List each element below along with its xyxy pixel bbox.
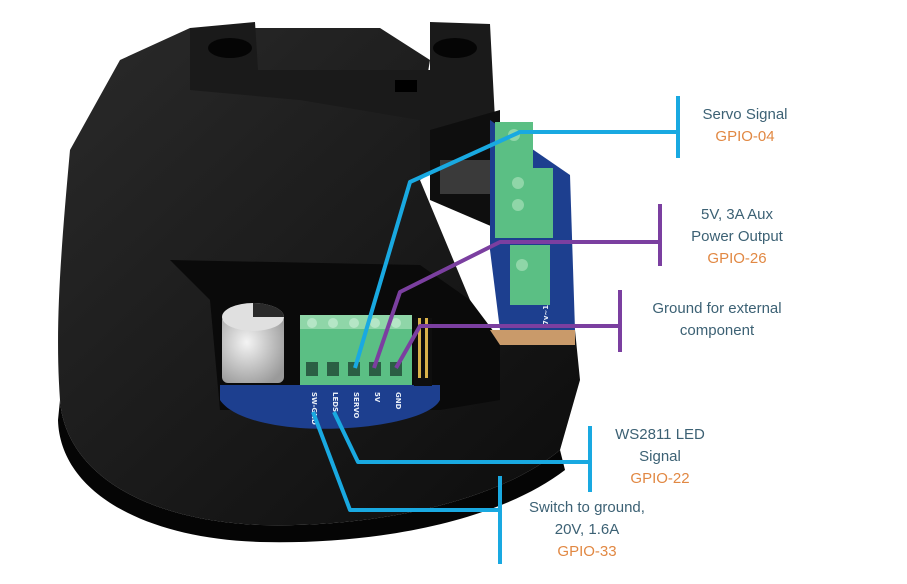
side-terminal-ground <box>510 245 550 305</box>
pcb-label-5v: 5V <box>373 392 381 403</box>
ground-callout-line1: Ground for external <box>652 300 782 317</box>
cyan-leader-lines <box>311 96 680 564</box>
ground-callout: Ground for external component <box>632 298 802 342</box>
side-terminal-aux <box>495 168 553 238</box>
servo-callout-title: Servo Signal <box>702 106 788 123</box>
servo-callout: Servo Signal GPIO-04 <box>690 104 800 148</box>
mount-hole-left <box>208 38 252 58</box>
purple-leader-lines <box>372 204 662 369</box>
mount-hole-right <box>433 38 477 58</box>
switch-callout-line2: 20V, 1.6A <box>554 521 620 538</box>
aux-callout-line1: 5V, 3A Aux <box>700 206 773 223</box>
switch-callout-gpio: GPIO-33 <box>557 543 617 560</box>
aux-leader-line <box>372 240 660 369</box>
front-terminal-block <box>300 315 412 385</box>
aux-callout-line2: Power Output <box>691 228 783 245</box>
led-callout-line1: WS2811 LED <box>615 426 705 443</box>
aux-callout-gpio: GPIO-26 <box>707 250 767 267</box>
pcb-silkscreen: SW-GND LEDS SERVO 5V GND 7v~18V <box>310 294 550 425</box>
switch-callout: Switch to ground, 20V, 1.6A GPIO-33 <box>512 497 662 563</box>
ground-callout-line2: component <box>679 322 755 339</box>
servo-callout-gpio: GPIO-04 <box>715 128 775 145</box>
pcb-label-leds: LEDS <box>331 392 339 412</box>
pcb-label-gnd: GND <box>394 392 402 410</box>
led-callout-gpio: GPIO-22 <box>630 470 690 487</box>
pcb-label-servo: SERVO <box>352 392 360 419</box>
pcb-label-side-voltage: 7v~18V <box>542 294 550 325</box>
housing-rim <box>58 400 565 543</box>
servo-leader-line <box>353 130 678 369</box>
ground-leader-line <box>394 324 620 369</box>
led-leader-line <box>332 411 590 464</box>
side-terminal-blocks <box>440 122 553 305</box>
pcb-label-sw-gnd: SW-GND <box>310 392 318 425</box>
slot <box>395 80 417 92</box>
led-callout: WS2811 LED Signal GPIO-22 <box>602 424 718 490</box>
switch-leader-line <box>311 411 500 512</box>
capacitor <box>222 303 284 383</box>
led-callout-line2: Signal <box>639 448 681 465</box>
header-pins <box>414 318 432 386</box>
switch-callout-line1: Switch to ground, <box>529 499 645 516</box>
pcb-edge <box>490 330 575 345</box>
top-block <box>190 22 495 180</box>
aux-callout: 5V, 3A Aux Power Output GPIO-26 <box>672 204 802 270</box>
